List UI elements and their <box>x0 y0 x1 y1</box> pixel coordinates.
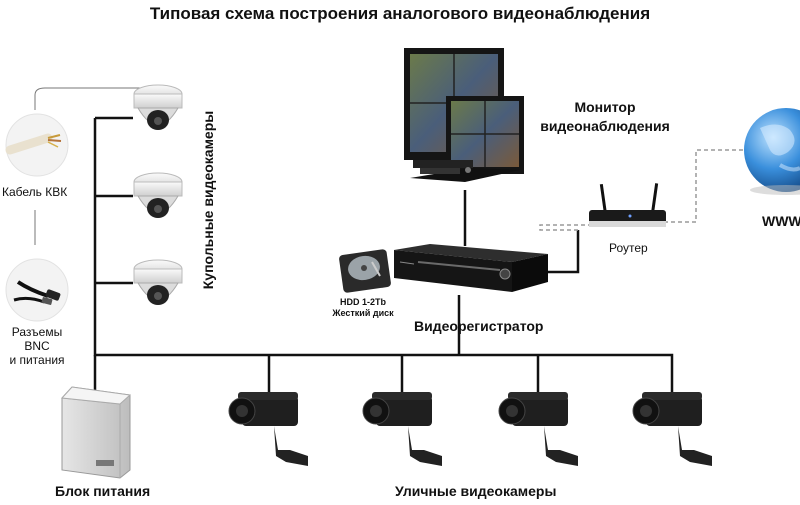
router-to-internet-dash <box>664 149 745 223</box>
dome-camera-3 <box>133 259 183 305</box>
dome-camera-2 <box>133 172 183 218</box>
hdd-icon <box>339 249 391 293</box>
street-camera-3 <box>498 392 578 466</box>
street-cameras-label: Уличные видеокамеры <box>395 483 557 499</box>
street-camera-4 <box>632 392 712 466</box>
dvr-to-router-line <box>546 230 580 274</box>
bnc-connectors-label: Разъемы BNC и питания <box>0 325 74 367</box>
internet-globe-icon <box>744 108 800 195</box>
wiring <box>93 116 674 395</box>
power-supply-label: Блок питания <box>55 483 151 499</box>
street-camera-2 <box>362 392 442 466</box>
monitor-icon <box>404 48 524 182</box>
cable-kvk-label: Кабель КВК <box>2 185 68 199</box>
main-bus-line <box>93 118 674 392</box>
dvr-icon <box>394 244 548 292</box>
router-icon <box>589 183 666 227</box>
legend-connector-line <box>34 87 140 110</box>
monitor-label-line-1: Монитор <box>574 99 636 115</box>
monitor-label-line-2: видеонаблюдения <box>540 118 670 134</box>
power-supply-icon <box>60 386 132 479</box>
dvr-label: Видеорегистратор <box>414 318 544 334</box>
hdd-label-line-2: Жесткий диск <box>332 308 394 318</box>
www-label: WWW <box>762 213 800 229</box>
monitor-label: Монитор видеонаблюдения <box>530 98 680 136</box>
street-camera-1 <box>228 392 308 466</box>
router-label: Роутер <box>609 241 648 255</box>
diagram-title: Типовая схема построения аналогового вид… <box>149 4 651 23</box>
hdd-label-line-1: HDD 1-2Tb <box>339 297 386 307</box>
dome-camera-1 <box>133 84 183 130</box>
hdd-label: HDD 1-2Tb Жесткий диск <box>326 297 400 319</box>
bnc-label-line-2: и питания <box>9 353 65 367</box>
cable-kvk-icon <box>5 113 69 177</box>
dome-cameras-label: Купольные видеокамеры <box>200 111 216 289</box>
bnc-label-line-1: Разъемы BNC <box>11 325 63 353</box>
dvr-to-router-dash <box>539 224 590 231</box>
bnc-connectors-icon <box>5 258 69 322</box>
